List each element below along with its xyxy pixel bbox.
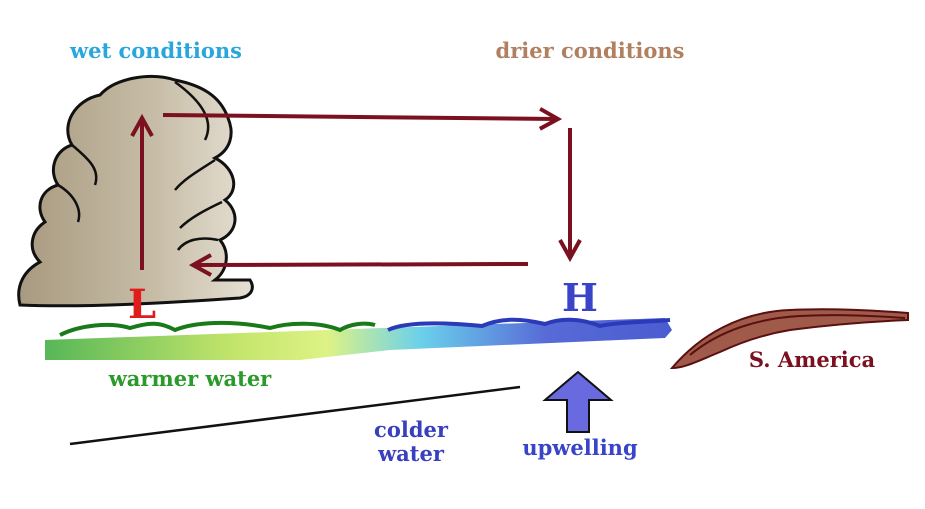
thermocline-line (69, 385, 521, 446)
storm-cloud (17, 75, 254, 308)
surface-flow-arrow (193, 264, 529, 265)
wet-conditions-label: wet conditions (69, 38, 242, 63)
south-america-label: S. America (749, 347, 876, 372)
cold-water-waves (387, 317, 671, 332)
upwelling-label: upwelling (522, 435, 638, 460)
ocean-surface (45, 317, 672, 360)
warmer-water-label: warmer water (108, 366, 272, 391)
colder-water-label-line2: water (377, 441, 445, 466)
upper-flow-arrow (162, 115, 558, 119)
walker-circulation-loop (142, 115, 570, 270)
upwelling-arrow (542, 370, 614, 433)
south-america-coast (669, 308, 909, 370)
colder-water-label-line1: colder (374, 417, 449, 442)
high-pressure-label: H (562, 275, 598, 320)
drier-conditions-label: drier conditions (496, 38, 685, 63)
low-pressure-label: L (128, 281, 156, 328)
warm-water-waves (59, 320, 376, 337)
